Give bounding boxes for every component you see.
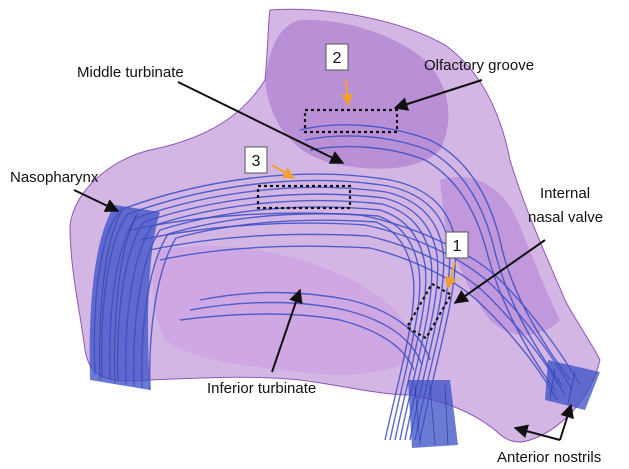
nasopharynx-label: Nasopharynx — [10, 169, 99, 186]
inferior-turbinate-label: Inferior turbinate — [207, 380, 316, 397]
internal-nasal-valve-label-line1: Internal — [540, 185, 590, 202]
anterior-nostrils-label: Anterior nostrils — [497, 449, 601, 466]
olfactory-groove-label: Olfactory groove — [424, 57, 534, 74]
internal-nasal-valve-label-line2: nasal valve — [528, 209, 603, 226]
region-label-3: 3 — [252, 153, 261, 170]
middle-turbinate-label: Middle turbinate — [77, 64, 184, 81]
region-label-2: 2 — [333, 50, 342, 67]
region-label-1: 1 — [453, 238, 462, 255]
